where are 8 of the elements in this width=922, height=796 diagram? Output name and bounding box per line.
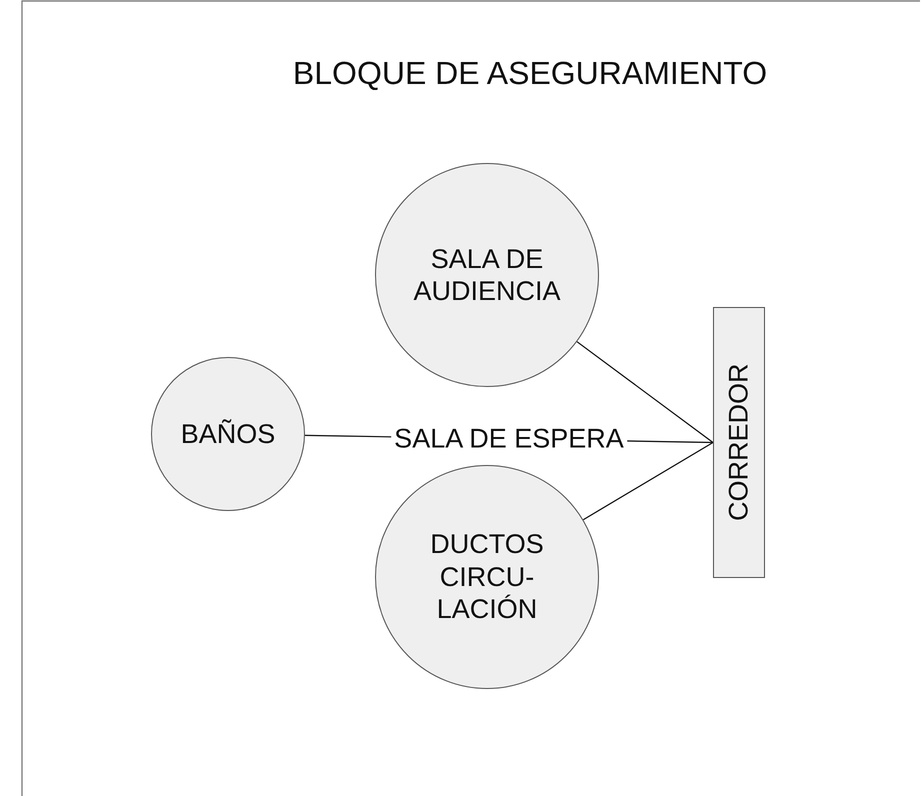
connector-line [576, 341, 714, 443]
connector-line [582, 442, 714, 520]
corridor-box [713, 307, 765, 578]
room-label: BAÑOS [180, 418, 276, 450]
diagram-title: BLOQUE DE ASEGURAMIENTO [292, 55, 768, 92]
room-label: DUCTOS CIRCU- LACIÓN [429, 528, 545, 626]
room-label: CORREDOR [722, 364, 755, 522]
room-label: SALA DE AUDIENCIA [412, 242, 562, 308]
